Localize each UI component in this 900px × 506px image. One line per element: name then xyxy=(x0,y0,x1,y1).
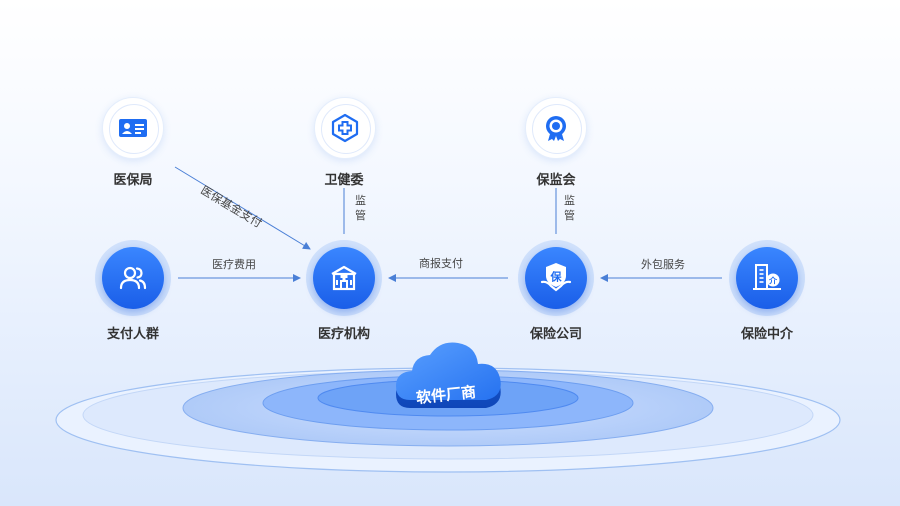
yibao-label: 医保局 xyxy=(113,173,153,188)
id-card-icon xyxy=(119,119,147,137)
baojian-icon-circle[interactable] xyxy=(525,97,587,159)
claim-pay-label: 商报支付 xyxy=(419,257,463,270)
yibao-icon-circle[interactable] xyxy=(102,97,164,159)
supervise-label-left: 监 管 xyxy=(355,193,366,223)
weijian-icon-circle[interactable] xyxy=(314,97,376,159)
supervise-char: 监 xyxy=(355,194,366,207)
hospital-icon xyxy=(331,265,357,291)
payers-label: 支付人群 xyxy=(106,327,160,342)
insurer-node[interactable]: 保 xyxy=(518,240,594,316)
insurance-shield-icon: 保 xyxy=(540,263,572,292)
insurer-label: 保险公司 xyxy=(529,327,583,342)
supervise-char: 管 xyxy=(355,209,366,222)
users-icon xyxy=(119,266,147,290)
medical-node[interactable] xyxy=(306,240,382,316)
medical-cross-icon xyxy=(331,113,359,143)
baojian-label: 保监会 xyxy=(536,173,576,188)
supervise-label-right: 监 管 xyxy=(564,193,575,223)
outsourcing-label: 外包服务 xyxy=(641,258,685,271)
fund-pay-arrow xyxy=(174,166,311,250)
medical-fee-label: 医疗费用 xyxy=(212,258,256,271)
supervise-char: 监 xyxy=(564,194,575,207)
medical-label: 医疗机构 xyxy=(317,327,371,342)
supervise-char: 管 xyxy=(564,209,575,222)
office-building-icon: 介 xyxy=(753,264,781,290)
broker-glyph: 介 xyxy=(768,276,778,286)
broker-label: 保险中介 xyxy=(740,327,794,342)
broker-node[interactable]: 介 xyxy=(729,240,805,316)
badge-icon xyxy=(546,116,566,141)
payers-node[interactable] xyxy=(95,240,171,316)
weijian-label: 卫健委 xyxy=(324,173,364,188)
insurer-glyph: 保 xyxy=(550,270,563,284)
cloud-icon[interactable] xyxy=(392,338,514,426)
